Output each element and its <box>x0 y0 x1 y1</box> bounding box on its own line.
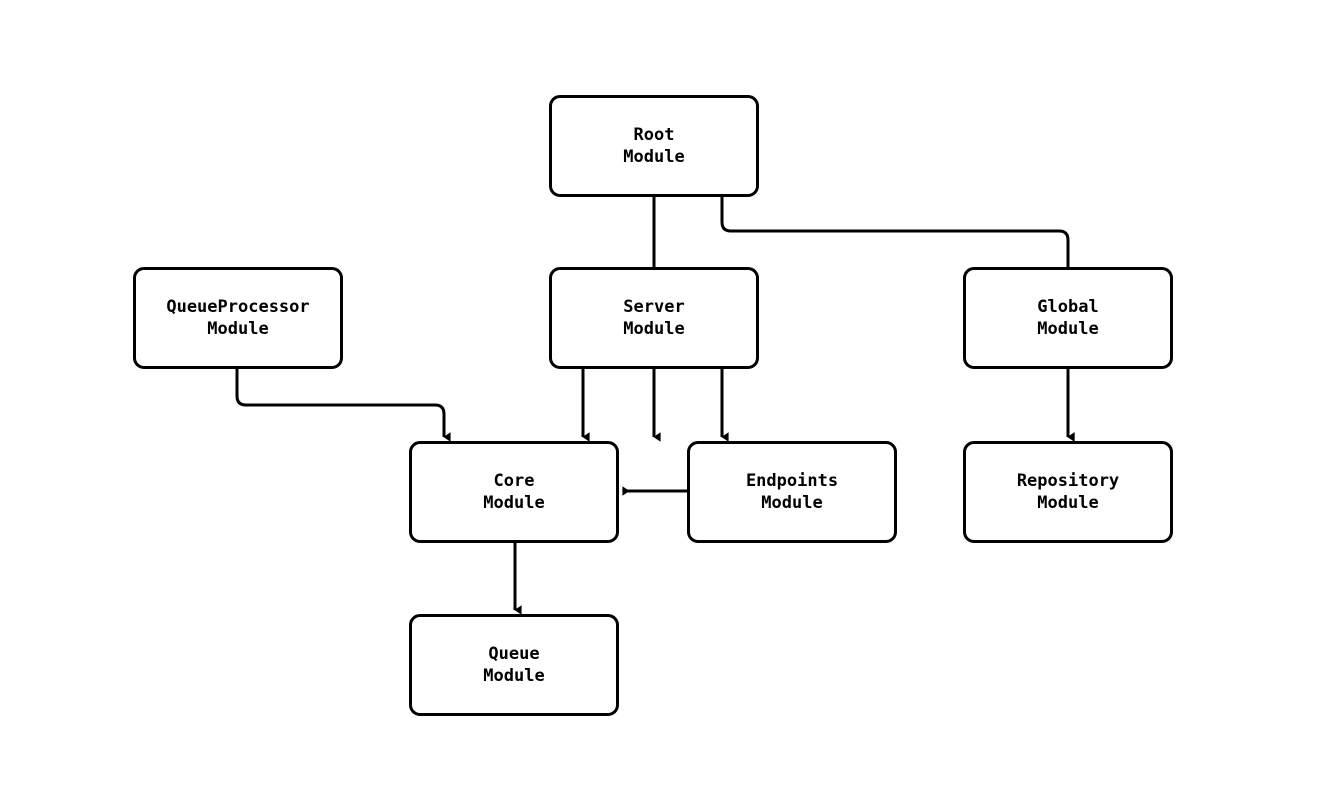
edge-root-to-global <box>720 197 1075 442</box>
node-endpoints-module[interactable]: Endpoints Module <box>687 441 897 543</box>
edge-queueprocessor-to-core <box>235 369 451 442</box>
node-root-module-label-line1: Root <box>633 125 675 145</box>
node-repository-module-label-line1: Repository <box>1016 471 1120 491</box>
node-server-module-label-line2: Module <box>623 319 685 339</box>
node-server-module[interactable]: Server Module <box>549 267 759 369</box>
node-global-module[interactable]: Global Module <box>963 267 1173 369</box>
node-global-module-label-line1: Global <box>1037 297 1099 317</box>
node-queueprocessor-module[interactable]: QueueProcessor Module <box>133 267 343 369</box>
node-endpoints-module-label-line2: Module <box>761 493 823 513</box>
node-endpoints-module-label-line1: Endpoints <box>745 471 839 491</box>
node-queue-module-label-line2: Module <box>483 666 545 686</box>
node-server-module-label-line1: Server <box>623 297 685 317</box>
node-queue-module[interactable]: Queue Module <box>409 614 619 716</box>
node-core-module-label-line2: Module <box>483 493 545 513</box>
node-queueprocessor-module-label-line1: QueueProcessor <box>166 297 310 317</box>
node-repository-module-label-line2: Module <box>1037 493 1099 513</box>
node-root-module-label-line2: Module <box>623 147 685 167</box>
node-repository-module[interactable]: Repository Module <box>963 441 1173 543</box>
node-queueprocessor-module-label-line2: Module <box>207 319 269 339</box>
node-global-module-label-line2: Module <box>1037 319 1099 339</box>
node-queue-module-label-line1: Queue <box>488 644 540 664</box>
node-core-module-label-line1: Core <box>493 471 535 491</box>
node-root-module[interactable]: Root Module <box>549 95 759 197</box>
node-core-module[interactable]: Core Module <box>409 441 619 543</box>
